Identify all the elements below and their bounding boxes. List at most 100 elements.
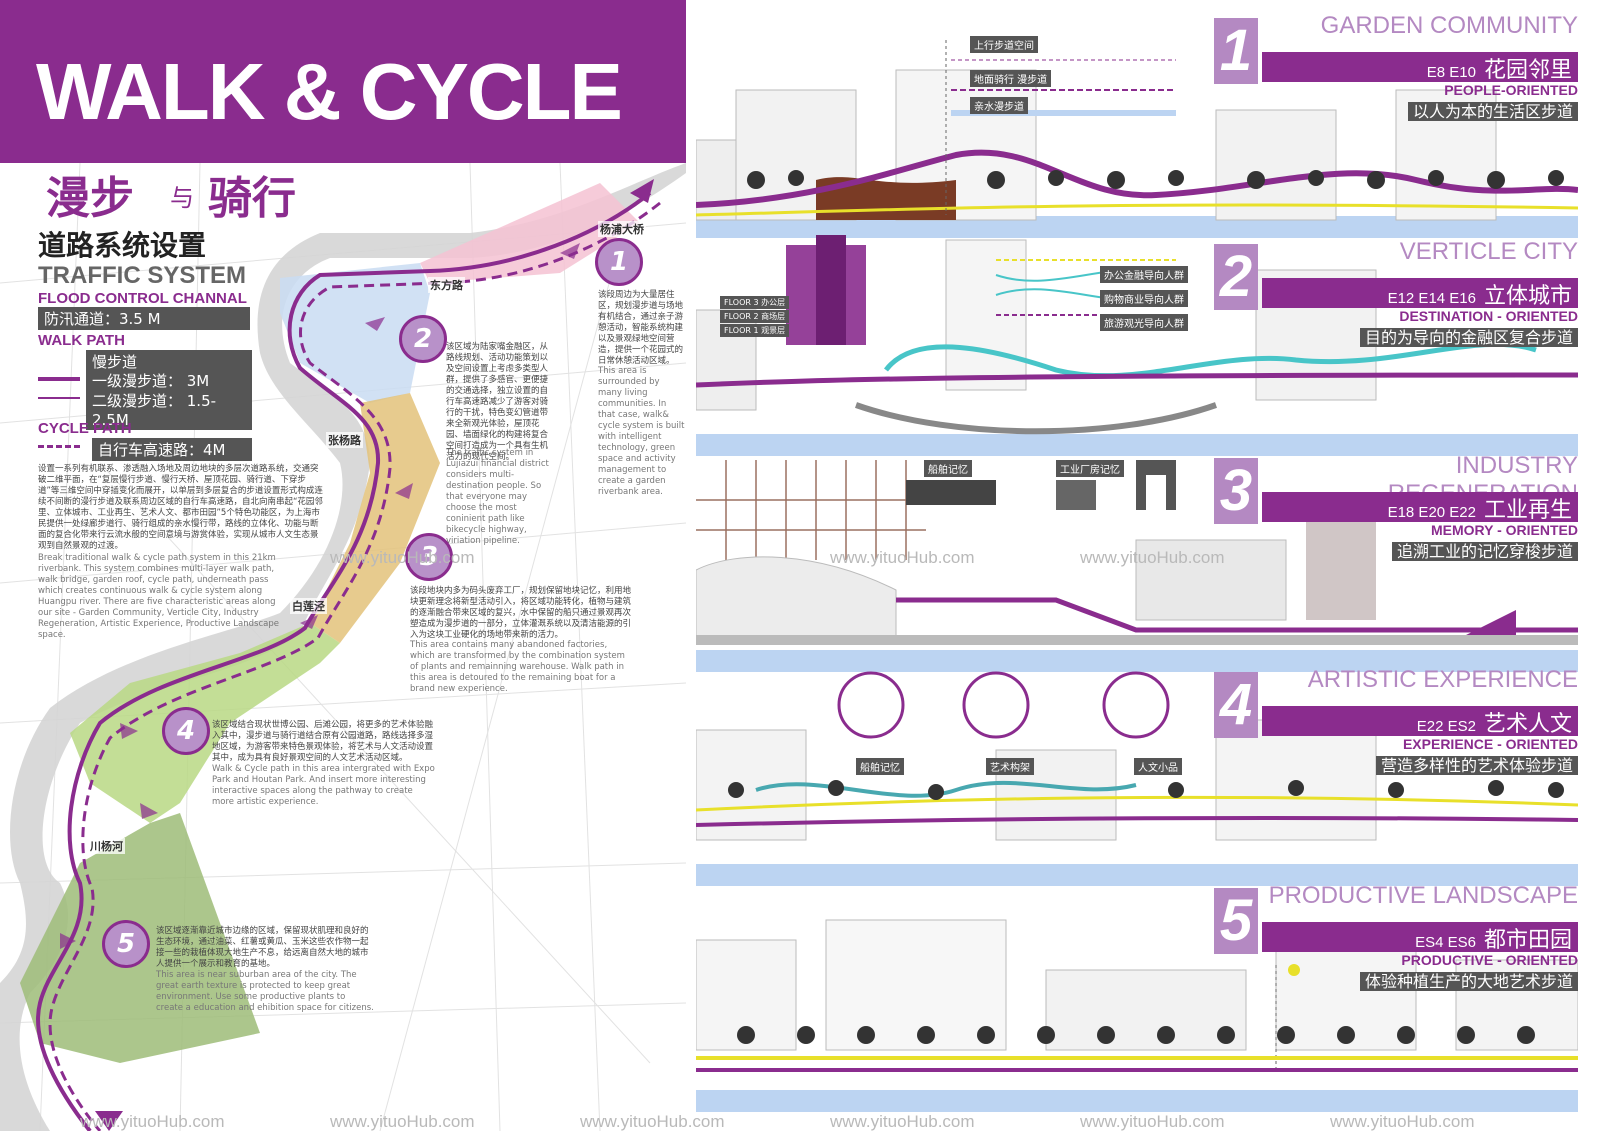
section-4-title-cn: 艺术人文 <box>1483 712 1572 737</box>
section-2-label-2: 购物商业导向人群 <box>1100 290 1188 307</box>
intro-text-cn: 设置一系列有机联系、渗透融入场地及周边地块的多层次道路系统，交通突破二维平面，在… <box>38 464 323 551</box>
watermark: www.yituoHub.com <box>330 1112 475 1131</box>
section-3-label-1: 船舶记忆 <box>924 460 972 477</box>
section-5-sub-cn: 体验种植生产的大地艺术步道 <box>1359 972 1578 991</box>
section-5-number: 5 <box>1214 888 1258 954</box>
zone-5-text-cn: 该区域逐渐靠近城市边缘的区域，保留现状肌理和良好的生态环境，通过油菜、红薯或黄瓜… <box>156 926 369 969</box>
section-1-label-1: 上行步道空间 <box>970 36 1038 53</box>
section-2-code: E12 E14 E16 <box>1387 290 1476 307</box>
zone-3-marker: 3 <box>405 533 453 581</box>
section-4-bar: E22 ES2 艺术人文 <box>1262 706 1578 737</box>
walk-heading: 慢步道 <box>86 350 252 373</box>
label-bailianjing: 白莲泾 <box>290 598 327 614</box>
walk-secondary-swatch <box>38 397 80 399</box>
section-1-sub-cn: 以人为本的生活区步道 <box>1407 102 1578 121</box>
zone-2-marker: 2 <box>399 315 447 363</box>
flood-title: FLOOD CONTROL CHANNAL <box>38 290 247 307</box>
section-1-number: 1 <box>1214 18 1258 84</box>
section-4-river <box>696 864 1578 886</box>
section-3-drawing <box>696 460 1578 645</box>
section-3-sub-cn: 追溯工业的记忆穿梭步道 <box>1391 542 1578 561</box>
subtitle-and: 与 <box>170 184 194 212</box>
section-4-sub-en: EXPERIENCE - ORIENTED <box>1402 736 1578 752</box>
subtitle-walk: 漫步 <box>46 173 134 224</box>
zone-1-text-en: This area is surrounded by many living c… <box>598 366 685 497</box>
title-banner <box>0 0 686 163</box>
cycle-value: 自行车高速路：4M <box>92 438 252 461</box>
flood-value: 防汛通道：3.5 M <box>38 307 250 330</box>
section-3-code: E18 E20 E22 <box>1387 504 1476 521</box>
section-3-sub-en: MEMORY - ORIENTED <box>1430 522 1578 538</box>
watermark: www.yituoHub.com <box>580 1112 725 1131</box>
watermark: www.yituoHub.com <box>80 1112 225 1131</box>
system-title-cn: 道路系统设置 <box>38 229 207 262</box>
flow-arrows <box>60 243 580 949</box>
section-5-river <box>696 1090 1578 1112</box>
subtitle-cycle: 骑行 <box>208 173 296 224</box>
section-2-label-6: FLOOR 1 观景层 <box>720 324 790 337</box>
section-4-number: 4 <box>1214 672 1258 738</box>
section-1-title-en: GARDEN COMMUNITY <box>1320 12 1578 39</box>
section-5-sub-en: PRODUCTIVE - ORIENTED <box>1401 952 1578 968</box>
section-2-sub-en: DESTINATION - ORIENTED <box>1399 308 1578 324</box>
label-zhangyang-road: 张杨路 <box>326 432 363 448</box>
section-4-drawing <box>696 671 1578 841</box>
watermark: www.yituoHub.com <box>1080 1112 1225 1131</box>
zone-1-area <box>420 183 640 283</box>
watermark: www.yituoHub.com <box>830 548 975 567</box>
watermark: www.yituoHub.com <box>830 1112 975 1131</box>
label-yangpu-bridge: 杨浦大桥 <box>598 221 646 237</box>
section-4-sub-cn: 营造多样性的艺术体验步道 <box>1375 756 1578 775</box>
section-4-label-2: 艺术构架 <box>986 758 1034 775</box>
section-3-bar: E18 E20 E22 工业再生 <box>1262 492 1578 523</box>
section-4-label-1: 船舶记忆 <box>856 758 904 775</box>
section-2-title-en: VERTICLE CITY <box>1399 238 1578 265</box>
section-2-label-5: FLOOR 2 商场层 <box>720 310 790 323</box>
zone-1-text-cn: 该段周边为大量居住区，规划漫步道与场地有机结合，通过亲子游憩活动，智能系统构建以… <box>598 290 684 366</box>
walk-path-line <box>36 191 652 1131</box>
watermark: www.yituoHub.com <box>1080 548 1225 567</box>
page-title: WALK & CYCLE <box>36 47 623 136</box>
section-3-title-cn: 工业再生 <box>1483 498 1572 523</box>
section-3-label-2: 工业厂房记忆 <box>1056 460 1124 477</box>
cycle-path-line <box>48 201 661 1131</box>
zone-4-marker: 4 <box>162 707 210 755</box>
zone-2-text-en: The traffic system in Lujiazui financial… <box>446 448 549 546</box>
river-map <box>0 163 686 1131</box>
zone-4-text-cn: 该区域结合现状世博公园、后滩公园，将更多的艺术体验融入其中，漫步道与骑行道结合原… <box>212 720 434 763</box>
north-arrow-icon <box>630 179 654 203</box>
section-4-title-en: ARTISTIC EXPERIENCE <box>1307 666 1578 693</box>
section-4-label-3: 人文小品 <box>1134 758 1182 775</box>
label-xiaoyanggou: 川杨河 <box>88 838 125 854</box>
south-arrow-icon <box>95 1111 123 1131</box>
section-3-number: 3 <box>1214 458 1258 524</box>
section-2-title-cn: 立体城市 <box>1483 284 1572 309</box>
section-4-code: E22 ES2 <box>1416 718 1476 735</box>
section-2-river <box>696 434 1578 456</box>
walk-secondary: 二级漫步道： 1.5-2.5M <box>86 389 252 430</box>
section-2-label-4: FLOOR 3 办公层 <box>720 296 790 309</box>
zone-2-text-cn: 该区域为陆家嘴金融区，从路线规划、活动功能策划以及空间设置上考虑多类型人群，提供… <box>446 342 549 462</box>
watermark: www.yituoHub.com <box>330 548 475 567</box>
section-5-title-en: PRODUCTIVE LANDSCAPE <box>1268 882 1578 909</box>
cycle-swatch <box>38 445 80 448</box>
system-title-en: TRAFFIC SYSTEM <box>38 262 246 289</box>
watermark: www.yituoHub.com <box>1330 1112 1475 1131</box>
section-5-code: ES4 ES6 <box>1415 934 1476 951</box>
section-2-number: 2 <box>1214 244 1258 310</box>
walk-primary: 一级漫步道： 3M <box>86 369 252 392</box>
section-3-river <box>696 650 1578 672</box>
section-1-label-3: 亲水漫步道 <box>970 97 1028 114</box>
zone-2-area <box>280 263 430 403</box>
section-2-label-1: 办公金融导向人群 <box>1100 266 1188 283</box>
section-1-drawing <box>696 40 1578 221</box>
zone-1-marker: 1 <box>595 238 643 286</box>
section-1-code: E8 E10 <box>1426 64 1476 81</box>
cycle-title: CYCLE PATH <box>38 420 132 437</box>
label-dongfang-road: 东方路 <box>428 277 465 293</box>
zone-5-text-en: This area is near suburban area of the c… <box>156 970 374 1013</box>
zone-3-text-cn: 该段地块内多为码头废弃工厂，规划保留地块记忆，利用地块更新理念将新型活动引入，将… <box>410 586 632 640</box>
section-1-sub-en: PEOPLE-ORIENTED <box>1444 82 1578 98</box>
walk-primary-swatch <box>38 377 80 381</box>
